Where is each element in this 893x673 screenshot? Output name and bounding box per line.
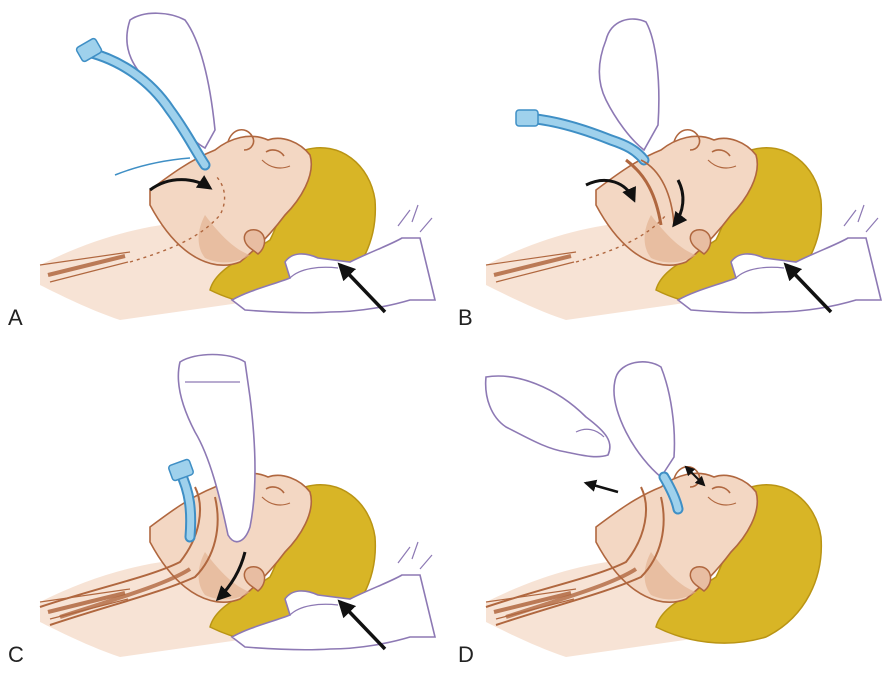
panel-d: D bbox=[446, 337, 892, 673]
left-arrow bbox=[586, 483, 618, 492]
illustration-panel-a bbox=[0, 0, 446, 336]
illustration-panel-d bbox=[446, 337, 892, 673]
illustration-panel-c bbox=[0, 337, 446, 673]
panel-a: A bbox=[0, 0, 446, 336]
left-glove-hand bbox=[486, 376, 610, 457]
panel-label: D bbox=[458, 642, 474, 668]
panel-label: B bbox=[458, 305, 473, 331]
panel-c: C bbox=[0, 337, 446, 673]
panel-b: B bbox=[446, 0, 892, 336]
right-glove-hand bbox=[614, 362, 674, 477]
panel-label: C bbox=[8, 642, 24, 668]
panel-label: A bbox=[8, 305, 23, 331]
upper-glove-hand bbox=[599, 19, 659, 150]
illustration-panel-b bbox=[446, 0, 892, 336]
